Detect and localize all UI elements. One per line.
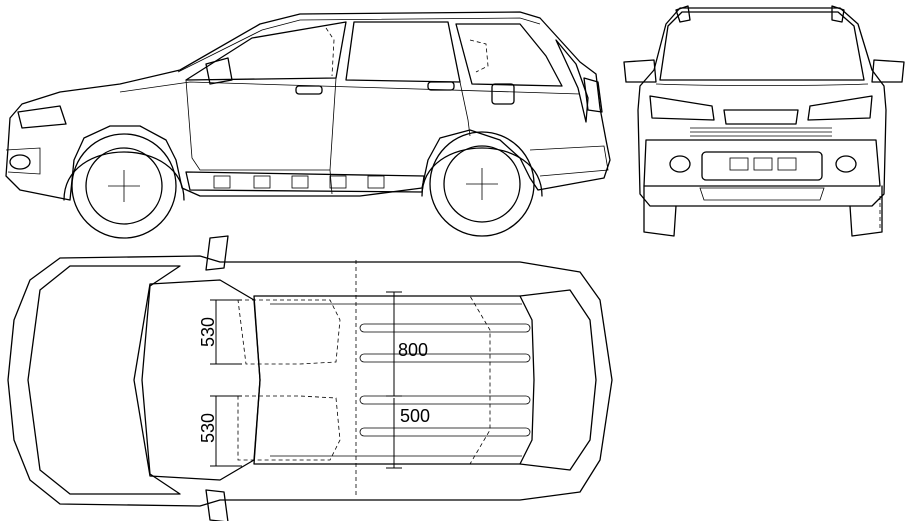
front-right-seat (237, 395, 341, 461)
roof (253, 295, 535, 465)
rear-door-handle (427, 81, 455, 91)
left-tire (643, 185, 677, 237)
left-fog-lamp (669, 155, 691, 173)
rear-door-window (345, 21, 461, 83)
top-left-mirror (205, 235, 229, 271)
fuel-door (491, 83, 515, 105)
side-view (5, 11, 611, 239)
front-door-handle (295, 85, 323, 95)
side-skirt (185, 171, 425, 193)
left-headlight (649, 95, 715, 121)
quarter-window (455, 23, 563, 87)
dimension-rear-seat: 530 (198, 395, 242, 467)
grille (723, 109, 799, 125)
right-mirror (871, 59, 905, 83)
left-mirror (623, 59, 657, 83)
right-headlight (807, 95, 873, 121)
windshield-top (133, 279, 261, 481)
front-seat-width-label: 530 (198, 317, 218, 347)
lower-intake (701, 151, 823, 181)
right-tire (849, 185, 883, 237)
front-left-seat (237, 299, 341, 365)
front-bumper (643, 139, 881, 187)
top-view (7, 235, 613, 521)
windshield (659, 11, 865, 81)
tail-light (583, 77, 603, 113)
top-right-mirror (205, 489, 229, 521)
rear-seat-width-label: 530 (198, 413, 218, 443)
side-mirror (205, 57, 233, 85)
fog-lamp (9, 154, 31, 170)
headlight (17, 105, 67, 129)
rear-wheel (429, 131, 535, 237)
right-fog-lamp (835, 155, 857, 173)
cargo-length-partial-label: 500 (400, 406, 430, 426)
cargo-length-total-label: 800 (398, 340, 428, 360)
front-view (623, 5, 905, 237)
rear-bench (380, 295, 491, 465)
dimension-cargo-total: 800 (386, 291, 428, 397)
hood (27, 265, 181, 495)
rear-deck (519, 289, 597, 471)
front-window (185, 21, 347, 81)
dimension-front-seat: 530 (198, 299, 242, 365)
dimension-cargo-partial: 500 (386, 398, 430, 469)
front-wheel (71, 133, 177, 239)
